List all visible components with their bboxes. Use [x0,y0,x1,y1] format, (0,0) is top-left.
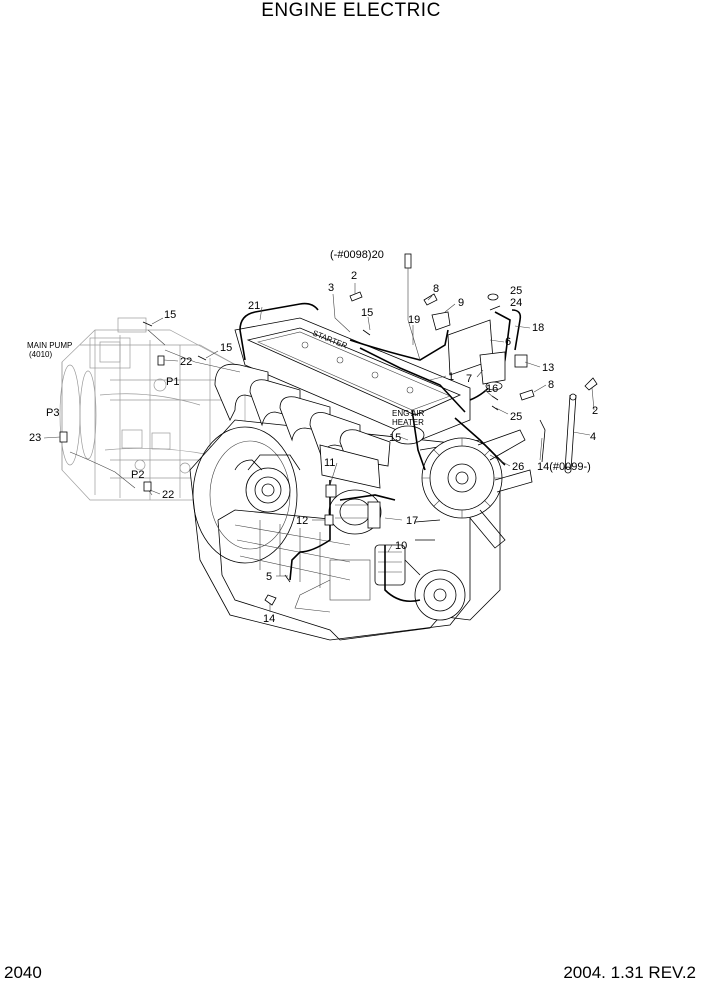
callout-14: 14 [263,613,275,625]
callout-15: 15 [361,307,373,319]
page-title: ENGINE ELECTRIC [261,0,441,21]
callout-18: 18 [532,322,544,334]
callout-15: 15 [220,342,232,354]
page-number: 2040 [4,963,42,982]
revision-label: 2004. 1.31 REV.2 [563,963,696,982]
callout-2: 2 [351,270,357,282]
main-pump-label: MAIN PUMP [27,341,72,350]
callout-14: 14(#0099-) [537,461,591,473]
callout-9: 9 [458,297,464,309]
engine-block-drawing: STARTER [189,317,533,641]
callout-19: 19 [408,314,420,326]
main-pump-ref: (4010) [29,350,52,359]
callout-25: 25 [510,411,522,423]
callout-4: 4 [590,431,596,443]
port-p2-label: P2 [131,469,144,481]
callout-17: 17 [406,515,418,527]
port-p1-label: P1 [166,376,179,388]
port-p3-label: P3 [46,407,59,419]
callout-10: 10 [395,540,407,552]
callout-24: 24 [510,297,522,309]
callout-5: 5 [266,571,272,583]
callout-3: 3 [328,282,334,294]
callout-26: 26 [512,461,524,473]
callout-22: 22 [180,356,192,368]
leader-lines [43,268,595,612]
callout-15: 15 [389,432,401,444]
callout-11: 11 [324,457,335,469]
callout-7: 7 [466,373,472,385]
callout-13: 13 [542,362,554,374]
callout-8: 8 [433,283,439,295]
callout-25: 25 [510,285,522,297]
callout-23: 23 [29,432,41,444]
callout-22: 22 [162,489,174,501]
callout-20: (-#0098)20 [330,249,384,261]
callout-21: 21 [248,300,260,312]
callout-15: 15 [164,309,176,321]
callout-8: 8 [548,379,554,391]
small-parts [59,253,598,606]
callout-12: 12 [296,515,308,527]
main-pump-drawing [59,317,246,501]
callout-labels: (-#0098)20 2 3 8 25 24 9 21 15 19 18 6 1… [27,249,598,625]
callout-1: 1 [448,371,454,383]
callout-2: 2 [592,405,598,417]
heater-label: HEATER [392,418,424,427]
eng-air-label: ENG AIR [392,409,425,418]
callout-16: 16 [486,383,498,395]
callout-6: 6 [505,336,511,348]
